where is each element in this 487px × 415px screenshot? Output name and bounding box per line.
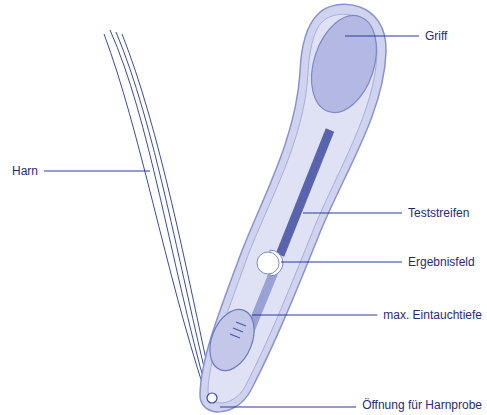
leader-line [303,212,402,213]
part-label: Griff [425,29,447,43]
part-label: Öffnung für Harnprobe [362,398,482,412]
leader-line [345,35,419,36]
part-label: max. Eintauchtiefe [383,308,482,322]
leader-line [252,314,377,315]
leader-lines [44,36,419,407]
part-label: Ergebnisfeld [408,255,475,269]
leader-line [281,261,402,262]
dip-marks [230,322,246,338]
sample-opening [207,393,217,403]
result-window-circle [257,252,279,274]
test-strip [280,130,330,255]
urine-stream [104,30,213,392]
part-label: Harn [12,164,38,178]
grip-oval [300,7,388,121]
part-label: Teststreifen [408,206,469,220]
dip-window [201,303,262,377]
leader-line [44,170,150,171]
leader-line [220,406,356,407]
